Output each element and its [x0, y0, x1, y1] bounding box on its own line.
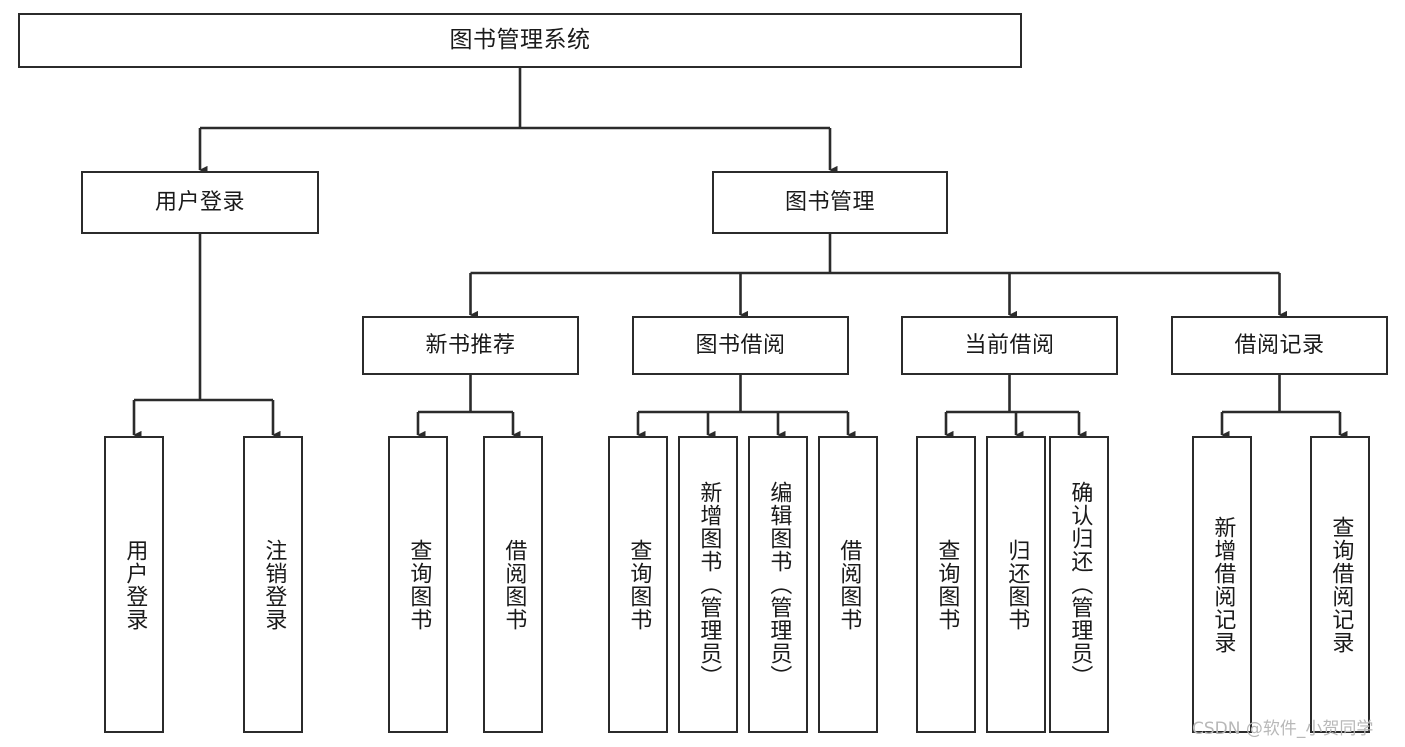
node-book-manage-label: 图书管理 [784, 189, 875, 215]
leaf-leaf-return-book-label: 归还图书 [1004, 538, 1030, 631]
edge-group [132, 68, 1348, 440]
node-book-borrow[interactable]: 图书借阅 [632, 316, 849, 375]
node-borrow-record-label: 借阅记录 [1234, 332, 1325, 358]
leaf-leaf-borrow-book-rec-label: 借阅图书 [501, 538, 527, 631]
leaf-leaf-logout-label: 注销登录 [261, 538, 287, 631]
leaf-leaf-query-book-bor[interactable]: 查询图书 [608, 436, 668, 733]
node-borrow-record[interactable]: 借阅记录 [1171, 316, 1388, 375]
node-current-borrow[interactable]: 当前借阅 [901, 316, 1118, 375]
leaf-leaf-user-login[interactable]: 用户登录 [104, 436, 164, 733]
node-root-label: 图书管理系统 [449, 27, 591, 54]
node-user-login-label: 用户登录 [154, 189, 245, 215]
node-new-book-recommend-label: 新书推荐 [425, 332, 516, 358]
leaf-leaf-query-book-bor-label: 查询图书 [626, 538, 652, 631]
node-book-manage[interactable]: 图书管理 [712, 171, 948, 234]
leaf-leaf-query-book-cur-label: 查询图书 [934, 538, 960, 631]
leaf-leaf-confirm-return[interactable]: 确认归还（管理员） [1049, 436, 1109, 733]
leaf-leaf-logout[interactable]: 注销登录 [243, 436, 303, 733]
node-new-book-recommend[interactable]: 新书推荐 [362, 316, 579, 375]
node-current-borrow-label: 当前借阅 [964, 332, 1055, 358]
leaf-leaf-borrow-book-bor-label: 借阅图书 [836, 538, 862, 631]
leaf-leaf-add-book[interactable]: 新增图书（管理员） [678, 436, 738, 733]
leaf-leaf-return-book[interactable]: 归还图书 [986, 436, 1046, 733]
leaf-leaf-add-book-label: 新增图书（管理员） [696, 481, 722, 688]
leaf-leaf-query-book-cur[interactable]: 查询图书 [916, 436, 976, 733]
leaf-leaf-query-record[interactable]: 查询借阅记录 [1310, 436, 1370, 733]
leaf-leaf-add-record-label: 新增借阅记录 [1210, 515, 1236, 654]
node-book-borrow-label: 图书借阅 [695, 332, 786, 358]
node-root[interactable]: 图书管理系统 [18, 13, 1022, 68]
leaf-leaf-query-book-rec-label: 查询图书 [406, 538, 432, 631]
leaf-leaf-query-record-label: 查询借阅记录 [1328, 515, 1354, 654]
node-user-login[interactable]: 用户登录 [81, 171, 319, 234]
leaf-leaf-user-login-label: 用户登录 [122, 538, 148, 631]
leaf-leaf-add-record[interactable]: 新增借阅记录 [1192, 436, 1252, 733]
leaf-leaf-confirm-return-label: 确认归还（管理员） [1067, 481, 1093, 688]
leaf-leaf-borrow-book-rec[interactable]: 借阅图书 [483, 436, 543, 733]
leaf-leaf-query-book-rec[interactable]: 查询图书 [388, 436, 448, 733]
leaf-leaf-borrow-book-bor[interactable]: 借阅图书 [818, 436, 878, 733]
leaf-leaf-edit-book[interactable]: 编辑图书（管理员） [748, 436, 808, 733]
leaf-leaf-edit-book-label: 编辑图书（管理员） [766, 481, 792, 688]
